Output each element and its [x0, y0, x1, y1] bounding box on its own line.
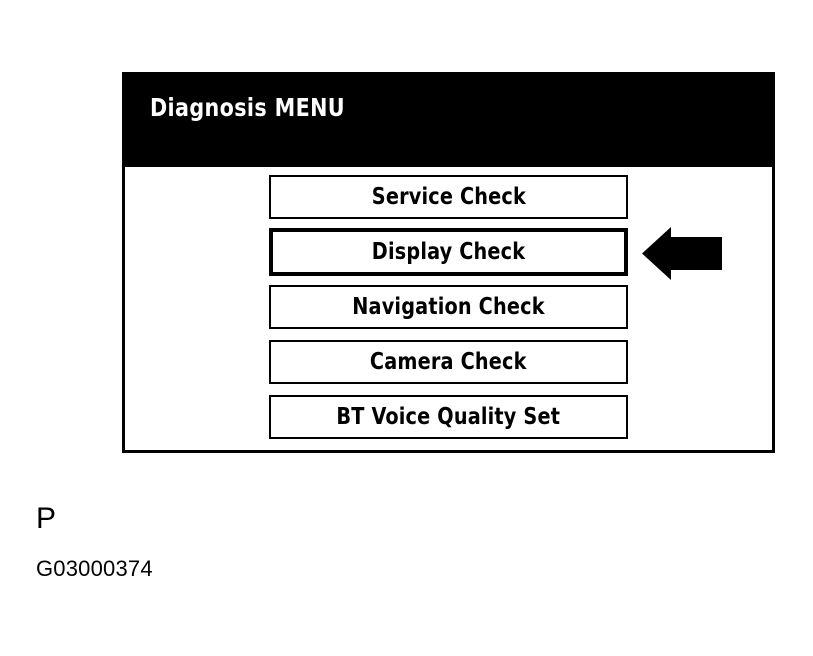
- menu-item-display-check[interactable]: Display Check: [269, 228, 628, 276]
- figure-caption-code: G03000374: [36, 556, 153, 581]
- page-title: Diagnosis MENU: [150, 93, 345, 122]
- screen-title-bar: Diagnosis MENU: [125, 75, 772, 167]
- menu-item-camera-check[interactable]: Camera Check: [269, 340, 628, 384]
- menu-item-navigation-check[interactable]: Navigation Check: [269, 285, 628, 329]
- menu-item-label: Camera Check: [370, 348, 527, 375]
- menu-item-service-check[interactable]: Service Check: [269, 175, 628, 219]
- menu-item-label: Navigation Check: [352, 293, 545, 320]
- arrow-left-icon: [641, 225, 723, 282]
- figure-caption-letter: P: [36, 502, 57, 535]
- menu-item-label: Display Check: [371, 238, 526, 265]
- menu-item-label: Service Check: [371, 183, 526, 210]
- menu-item-bt-voice-quality-set[interactable]: BT Voice Quality Set: [269, 395, 628, 439]
- diagnosis-menu-list: Service Check Display Check Navigation C…: [269, 175, 628, 450]
- menu-item-label: BT Voice Quality Set: [336, 403, 561, 430]
